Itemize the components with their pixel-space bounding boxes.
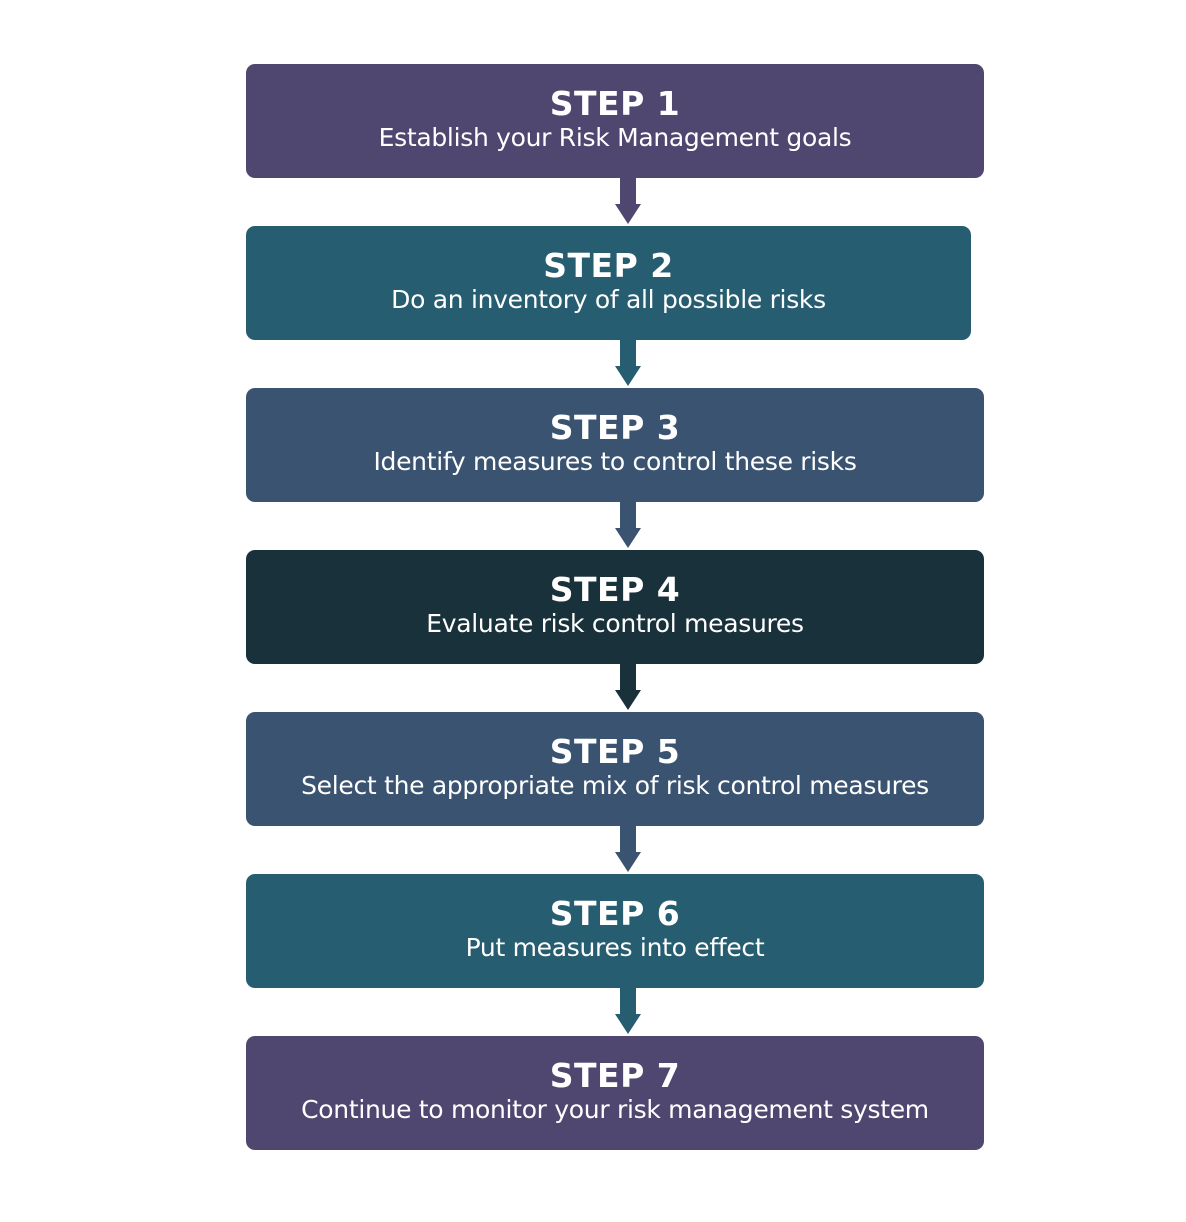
- arrow-down-icon: [615, 340, 641, 388]
- step-4-description: Evaluate risk control measures: [426, 609, 804, 638]
- step-1-title: STEP 1: [549, 84, 681, 123]
- step-2-description: Do an inventory of all possible risks: [391, 285, 826, 314]
- step-3-title: STEP 3: [549, 408, 681, 447]
- step-6-description: Put measures into effect: [465, 933, 765, 962]
- step-6-title: STEP 6: [549, 894, 681, 933]
- step-7-description: Continue to monitor your risk management…: [301, 1095, 929, 1124]
- arrow-down-icon: [615, 502, 641, 550]
- step-6-box: STEP 6 Put measures into effect: [246, 874, 984, 988]
- step-2-title: STEP 2: [543, 246, 674, 285]
- step-5-description: Select the appropriate mix of risk contr…: [301, 771, 929, 800]
- step-7-title: STEP 7: [549, 1056, 681, 1095]
- step-7-box: STEP 7 Continue to monitor your risk man…: [246, 1036, 984, 1150]
- arrow-down-icon: [615, 178, 641, 226]
- step-3-description: Identify measures to control these risks: [373, 447, 857, 476]
- arrow-down-icon: [615, 988, 641, 1036]
- step-4-title: STEP 4: [549, 570, 681, 609]
- arrow-down-icon: [615, 826, 641, 874]
- step-1-description: Establish your Risk Management goals: [378, 123, 852, 152]
- step-2-box: STEP 2 Do an inventory of all possible r…: [246, 226, 971, 340]
- arrow-down-icon: [615, 664, 641, 712]
- step-1-box: STEP 1 Establish your Risk Management go…: [246, 64, 984, 178]
- step-3-box: STEP 3 Identify measures to control thes…: [246, 388, 984, 502]
- step-5-box: STEP 5 Select the appropriate mix of ris…: [246, 712, 984, 826]
- step-4-box: STEP 4 Evaluate risk control measures: [246, 550, 984, 664]
- step-5-title: STEP 5: [549, 732, 681, 771]
